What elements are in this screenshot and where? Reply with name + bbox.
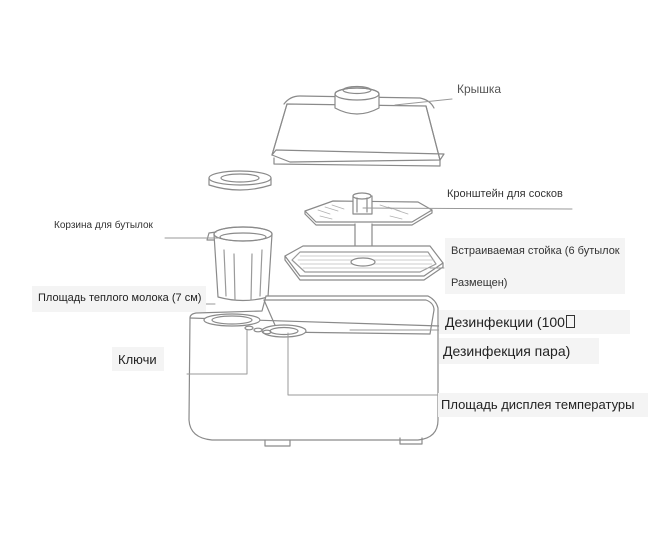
label-keys: Ключи — [118, 352, 157, 367]
label-bg-steam — [439, 338, 599, 364]
nipple-bracket-shape — [304, 192, 433, 226]
label-rack-line1: Встраиваемая стойка (6 бутылок — [451, 245, 620, 257]
bottle-basket-shape — [206, 226, 273, 302]
sealing-ring-shape — [208, 170, 272, 191]
label-bottle-basket: Корзина для бутылок — [54, 220, 153, 231]
built-in-rack-shape — [284, 223, 444, 281]
label-bg-warm-milk — [32, 286, 206, 312]
sterilizer-base-shape — [188, 295, 441, 447]
label-nipple-bracket: Кронштейн для сосков — [447, 188, 563, 200]
label-disinfection-100: Дезинфекции (100 — [445, 315, 575, 329]
label-lid: Крышка — [457, 82, 502, 96]
label-temp-display: Площадь дисплея температуры — [441, 397, 635, 412]
lid-shape — [271, 85, 445, 167]
label-bg-temp-display — [438, 393, 648, 417]
label-bg-keys — [112, 347, 164, 371]
label-bg-disinfection — [439, 310, 630, 334]
label-rack-line2: Размещен) — [451, 277, 508, 289]
label-steam-disinfection: Дезинфекция пара) — [443, 343, 571, 359]
label-warm-milk: Площадь теплого молока (7 см) — [38, 292, 202, 304]
label-bg-rack — [445, 238, 625, 294]
